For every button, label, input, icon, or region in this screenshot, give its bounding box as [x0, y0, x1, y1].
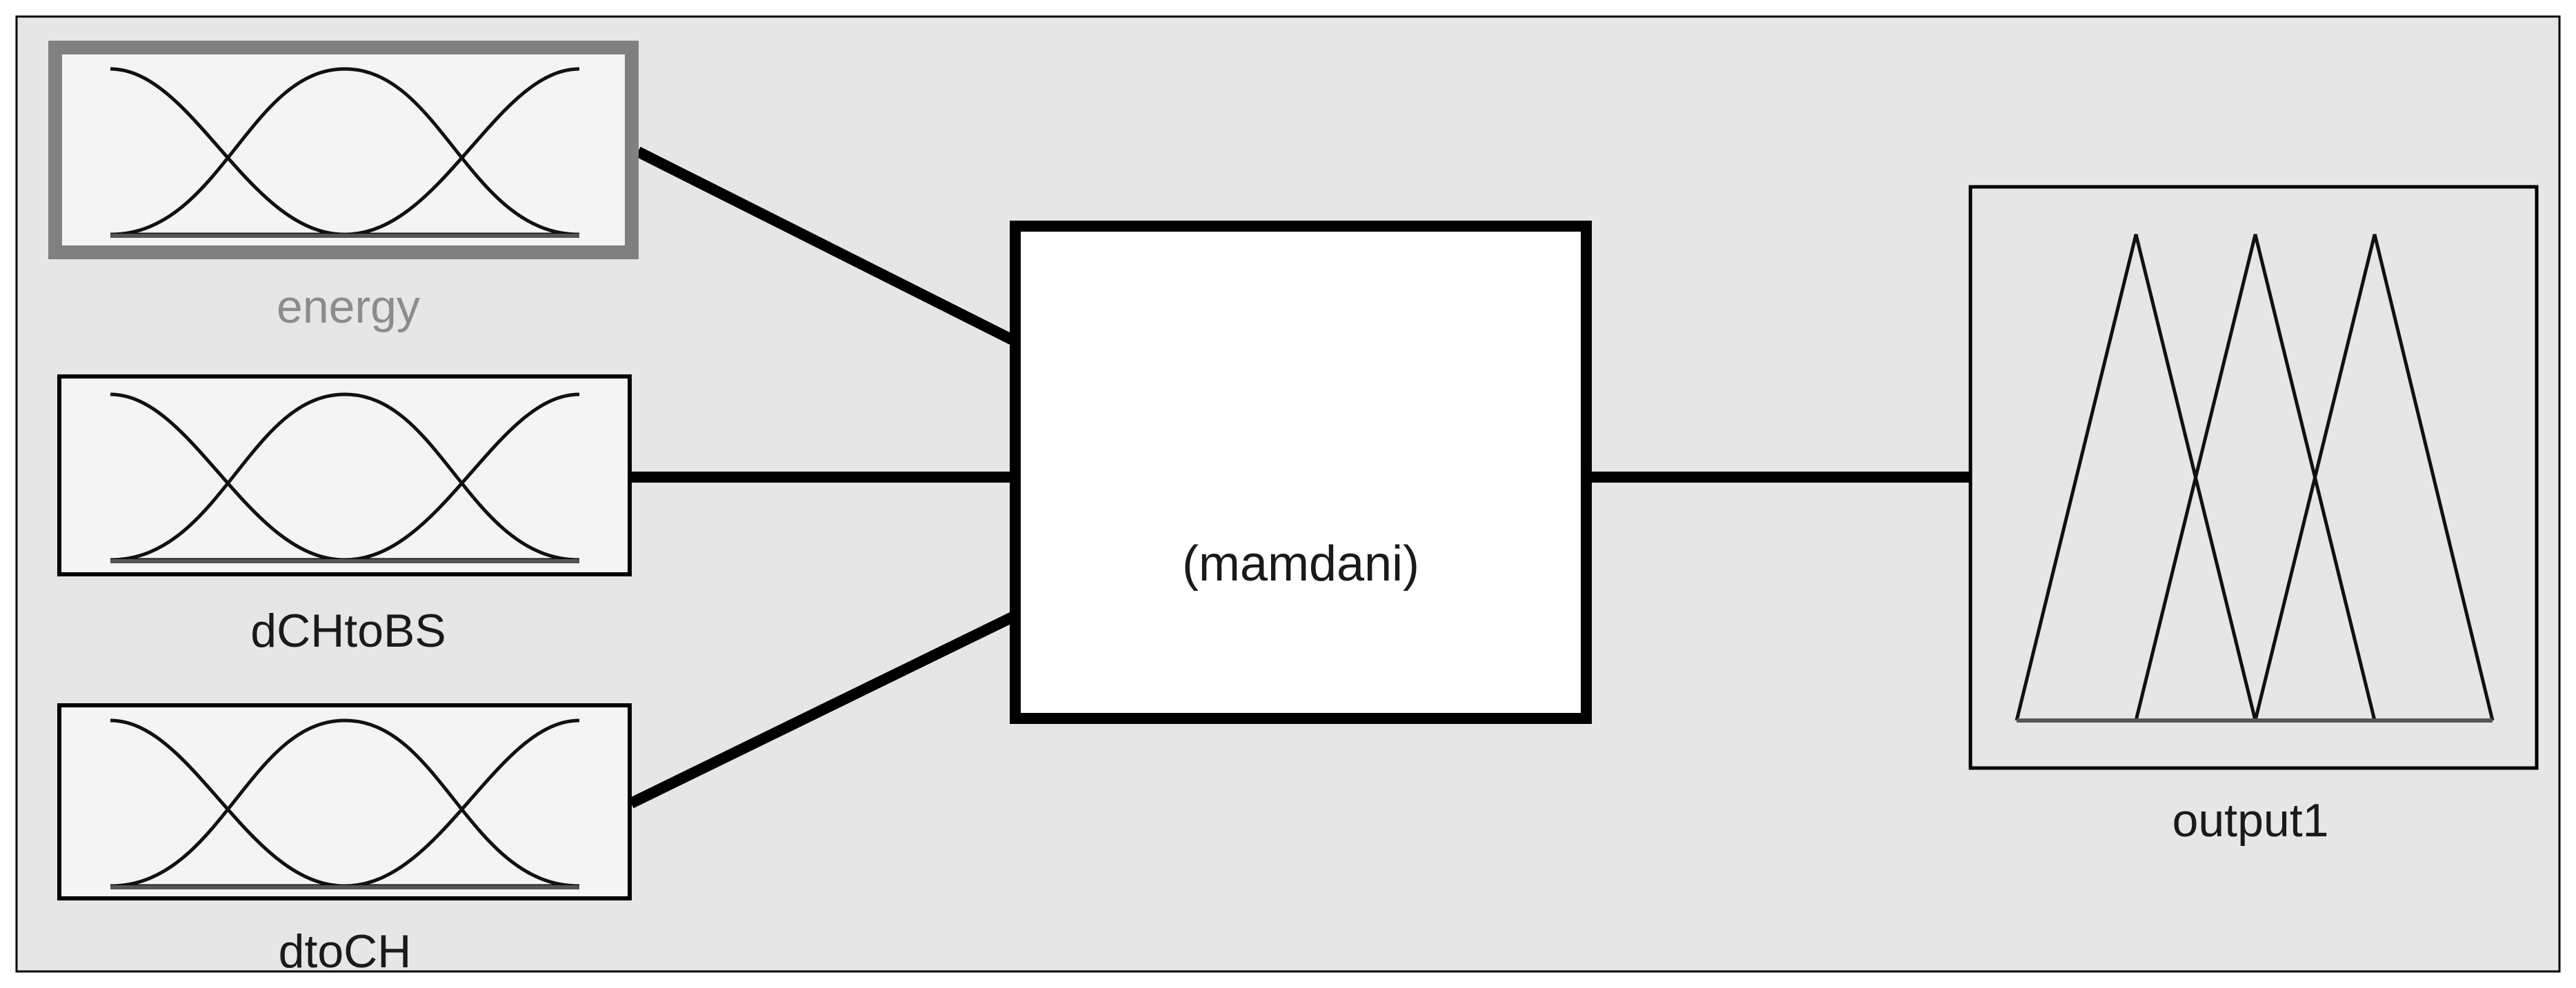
- gaussian-curve-icon: [110, 392, 580, 563]
- connector-dtoch-to-engine: [628, 610, 1018, 809]
- input-block-dchtobs[interactable]: [57, 374, 632, 576]
- gaussian-curve-icon: [110, 67, 580, 238]
- input-label-dtoch: dtoCH: [279, 925, 412, 978]
- output-block-output1-frame: [1968, 185, 2539, 770]
- engine-type-label: (mamdani): [1182, 536, 1419, 592]
- gaussian-curve-icon: [110, 718, 580, 889]
- input-block-dtoch-frame: [57, 703, 632, 900]
- output-label-output1: output1: [2173, 794, 2329, 847]
- output-block-output1[interactable]: [1968, 185, 2539, 770]
- engine-block-frame: [1010, 221, 1592, 724]
- input-block-dtoch[interactable]: [57, 703, 632, 900]
- triangle-icon: [2015, 234, 2495, 723]
- connectors: [628, 146, 1970, 809]
- input-label-energy: energy: [277, 281, 420, 333]
- connector-energy-to-engine: [635, 146, 1018, 347]
- engine-block[interactable]: (mamdani): [1010, 221, 1592, 724]
- input-label-dchtobs: dCHtoBS: [250, 605, 446, 657]
- input-block-energy[interactable]: [48, 41, 639, 259]
